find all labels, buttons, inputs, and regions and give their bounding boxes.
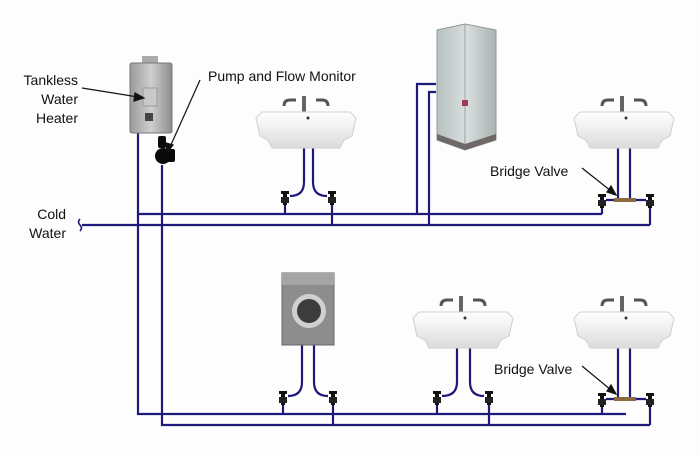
pump-label: Pump and Flow Monitor	[208, 68, 356, 84]
return-pipe	[160, 165, 650, 427]
upper-sink-left	[254, 94, 358, 150]
cold-inlet-symbol	[77, 218, 83, 232]
valve-icon	[328, 191, 336, 205]
heater-label: Tankless Water Heater	[23, 72, 78, 126]
washing-machine	[281, 272, 335, 346]
tankless-water-heater	[129, 56, 173, 134]
upper-sink-right	[572, 94, 676, 150]
bridge-valve-lower	[614, 397, 636, 401]
shower-enclosure	[436, 23, 497, 151]
valve-icon	[433, 391, 441, 405]
valve-icon	[598, 393, 606, 407]
valve-icon	[485, 391, 493, 405]
pump-and-flow-monitor	[155, 136, 175, 164]
shower-hot-pipe	[415, 82, 436, 214]
valve-icon	[279, 391, 287, 405]
valve-icon	[281, 191, 289, 205]
lower-sink-right	[572, 294, 676, 350]
valve-icon	[329, 391, 337, 405]
valve-icon	[646, 194, 654, 208]
valve-icon	[646, 393, 654, 407]
shower-cold-pipe	[427, 90, 436, 225]
bridge-valve-label-upper: Bridge Valve	[490, 163, 569, 179]
valve-icon	[598, 194, 606, 208]
valves	[279, 191, 654, 407]
bridge-valve-upper	[614, 198, 636, 202]
bridge-valve-label-lower: Bridge Valve	[494, 361, 573, 377]
cold-water-label: Cold Water	[29, 206, 66, 241]
lower-sink-middle	[411, 294, 515, 350]
callout-arrows	[81, 79, 618, 396]
